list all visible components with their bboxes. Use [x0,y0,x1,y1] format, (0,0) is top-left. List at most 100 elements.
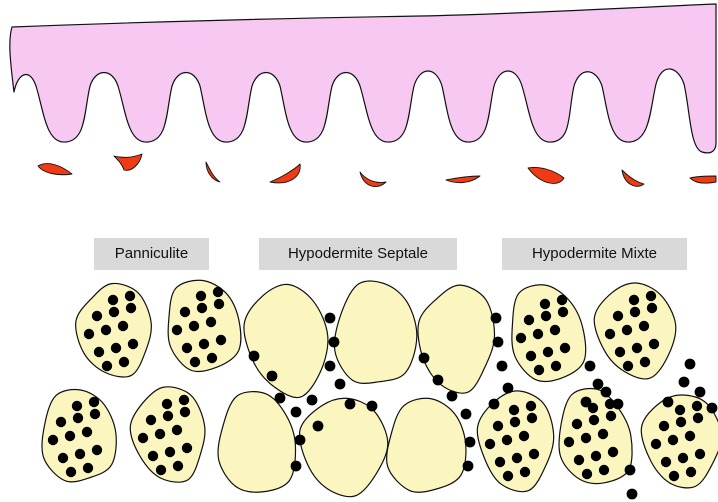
infiltrate-dot [669,471,679,481]
infiltrated-fat-lobule [641,395,718,488]
infiltrate-dot [56,417,66,427]
septal-infiltrate-dot [249,351,260,362]
septal-infiltrate-dot [627,489,638,500]
septal-infiltrate-dot [601,387,612,398]
infiltrate-dot [126,303,136,313]
septal-infiltrate-dot [295,435,306,446]
infiltrate-dot [639,321,649,331]
septal-infiltrate-dot [613,399,624,410]
infiltrate-dot [560,343,570,353]
infiltrate-dot [589,415,599,425]
infiltrate-dot [510,417,520,427]
infiltrate-dot [622,325,632,335]
septal-infiltrate-dot [695,387,706,398]
infiltrate-dot [172,325,182,335]
infiltrate-dot [148,451,158,461]
infiltrated-fat-lobule [477,391,553,492]
vessel [206,162,220,182]
infiltrate-dot [574,455,584,465]
infiltrate-dot [613,311,623,321]
label-hypodermite-septale: Hypodermite Septale [259,238,457,270]
fat-lobules [42,280,718,496]
vessel [38,164,72,175]
septal-infiltrate-dot [497,361,508,372]
fat-lobule [244,284,328,397]
infiltrate-dot [128,339,138,349]
septal-infiltrate-dot [329,337,340,348]
infiltrate-dot [119,357,129,367]
infiltrate-dot [172,425,182,435]
infiltrate-dot [623,361,633,371]
infiltrate-dot [216,335,226,345]
infiltrate-dot [676,417,686,427]
infiltrate-dot [693,413,703,423]
septal-infiltrate-dot [313,421,324,432]
septal-infiltrate-dot [503,383,514,394]
infiltrate-dot [557,295,567,305]
lobule-outline [334,281,416,383]
infiltrate-dot [173,461,183,471]
septal-infiltrate-dot [581,397,592,408]
vessel [360,172,386,187]
infiltrate-dot [509,405,519,415]
infiltrate-dot [214,299,224,309]
infiltrate-dot [155,429,165,439]
infiltrate-dot [179,395,189,405]
infiltrate-dot [678,453,688,463]
infiltrate-dot [118,321,128,331]
septal-infiltrate-dot [267,371,278,382]
lobule-outline [300,398,388,496]
infiltrate-dot [591,451,601,461]
infiltrate-dot [629,295,639,305]
septal-infiltrate-dot [625,465,636,476]
septal-infiltrate-dot [433,375,444,386]
infiltrate-dot [163,411,173,421]
infiltrate-dot [92,445,102,455]
infiltrate-dot [632,343,642,353]
septal-infiltrate-dot [367,401,378,412]
septal-infiltrate-dot [291,461,302,472]
infiltrate-dot [156,465,166,475]
infiltrate-dot [48,435,58,445]
infiltrate-dot [125,291,135,301]
fat-lobule [418,285,495,393]
septal-infiltrate-dot [593,379,604,390]
epidermis-layer [10,4,716,153]
infiltrate-dot [516,333,526,343]
infiltrate-dot [606,411,616,421]
septal-infiltrate-dot [447,391,458,402]
infiltrate-dot [180,407,190,417]
infiltrate-dot [686,467,696,477]
infiltrate-dot [581,433,591,443]
label-hypodermite-mixte: Hypodermite Mixte [502,238,687,270]
septal-infiltrate-dot [585,361,596,372]
lobule-outline [512,285,586,382]
septal-infiltrate-dot [493,337,504,348]
lobule-outline [218,392,296,493]
septal-infiltrate-dot [463,461,474,472]
vessel [528,167,564,183]
infiltrate-dot [582,469,592,479]
fat-lobule [387,398,466,492]
infiltrate-dot [189,321,199,331]
infiltrate-dot [90,409,100,419]
septal-infiltrate-dot [465,437,476,448]
infiltrate-dot [605,329,615,339]
infiltrate-dot [199,339,209,349]
infiltrate-dot [92,311,102,321]
infiltrate-dot [197,303,207,313]
fat-lobule [334,281,416,383]
septal-infiltrate-dot [325,361,336,372]
infiltrate-dot [668,435,678,445]
infiltrate-dot [675,405,685,415]
infiltrate-dot [503,471,513,481]
infiltrated-fat-lobule [594,283,676,379]
lobule-outline [244,284,328,397]
infiltrate-dot [485,439,495,449]
infiltrate-dot [529,449,539,459]
infiltrate-dot [495,457,505,467]
septal-infiltrate-dot [325,313,336,324]
infiltrate-dot [649,339,659,349]
infiltrate-dot [640,357,650,367]
infiltrate-dot [661,457,671,467]
